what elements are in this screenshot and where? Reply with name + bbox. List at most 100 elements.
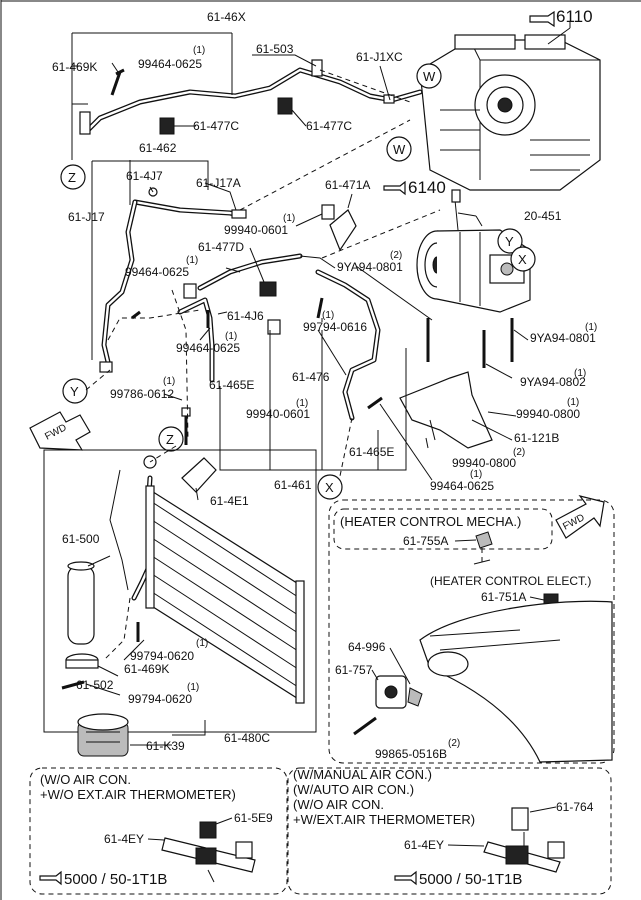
label-99940-0800: 99940-0800 bbox=[516, 407, 580, 421]
svg-text:(1): (1) bbox=[470, 469, 482, 480]
label-61-4E1: 61-4E1 bbox=[210, 494, 249, 508]
marker-W1: W bbox=[416, 63, 442, 89]
svg-text:(2): (2) bbox=[513, 447, 525, 458]
label-61-502: 61-502 bbox=[76, 678, 114, 692]
marker-W2: W bbox=[386, 136, 412, 162]
pipe-61-46X bbox=[85, 67, 423, 133]
marker-X1: X bbox=[510, 246, 536, 272]
label-99786-0612: 99786-0612 bbox=[110, 387, 174, 401]
svg-text:(1): (1) bbox=[574, 368, 586, 379]
box-headings: (HEATER CONTROL MECHA.) (HEATER CONTROL … bbox=[40, 514, 591, 827]
bracket-61-121B bbox=[399, 371, 493, 449]
pipe-61-462 bbox=[132, 199, 243, 218]
svg-text:Y: Y bbox=[505, 234, 514, 249]
fwd-arrow-right: FWD bbox=[555, 495, 605, 539]
label-61-5E9: 61-5E9 bbox=[234, 811, 273, 825]
ref-6110: 6110 bbox=[556, 7, 593, 26]
svg-text:(1): (1) bbox=[186, 255, 198, 266]
svg-text:(1): (1) bbox=[225, 331, 237, 342]
svg-text:Z: Z bbox=[166, 432, 174, 447]
svg-text:5000 / 50-1T1B: 5000 / 50-1T1B bbox=[64, 871, 167, 888]
label-61-4J7: 61-4J7 bbox=[126, 169, 163, 183]
pipe-61-477D bbox=[197, 253, 336, 291]
pipe-61-J17 bbox=[101, 199, 138, 365]
svg-text:(1): (1) bbox=[283, 213, 295, 224]
right-box-line3: (W/O AIR CON. bbox=[293, 797, 384, 812]
condenser-frame bbox=[43, 449, 317, 733]
label-61-476: 61-476 bbox=[292, 370, 330, 384]
svg-text:X: X bbox=[518, 252, 527, 267]
hand-pointer-icon bbox=[383, 180, 406, 196]
svg-text:5000 / 50-1T1B: 5000 / 50-1T1B bbox=[419, 871, 522, 888]
heater-mecha-box bbox=[333, 508, 553, 550]
heater-unit bbox=[419, 27, 601, 191]
label-99464-0625: 99464-0625 bbox=[138, 57, 202, 71]
label-9YA94-0802: 9YA94-0802 bbox=[520, 375, 586, 389]
right-variant-box bbox=[287, 767, 612, 895]
label-9YA94-0801: 9YA94-0801 bbox=[530, 331, 596, 345]
fwd-arrow-left: FWD bbox=[29, 411, 91, 451]
svg-text:(1): (1) bbox=[567, 397, 579, 408]
heater-control-parts bbox=[353, 531, 613, 763]
desiccant-61-K39 bbox=[77, 713, 129, 757]
bracket-61-502 bbox=[65, 653, 99, 669]
label-61-465E: 61-465E bbox=[349, 445, 394, 459]
label-61-757: 61-757 bbox=[335, 663, 373, 677]
label-99464-0625: 99464-0625 bbox=[176, 341, 240, 355]
fittings bbox=[79, 59, 395, 373]
svg-text:Y: Y bbox=[70, 384, 79, 399]
label-61-469K: 61-469K bbox=[124, 662, 169, 676]
label-61-4EY: 61-4EY bbox=[404, 838, 444, 852]
label-61-477C: 61-477C bbox=[193, 119, 239, 133]
label-61-462: 61-462 bbox=[139, 141, 177, 155]
right-box-line4: +W/EXT.AIR THERMOMETER) bbox=[293, 812, 475, 827]
svg-text:Z: Z bbox=[68, 170, 76, 185]
label-99464-0625: 99464-0625 bbox=[125, 265, 189, 279]
svg-text:(1): (1) bbox=[585, 322, 597, 333]
left-box-line1: (W/O AIR CON. bbox=[40, 772, 131, 787]
label-61-477D: 61-477D bbox=[198, 240, 244, 254]
svg-text:X: X bbox=[325, 480, 334, 495]
hand-pointer-icon bbox=[394, 870, 417, 886]
label-61-J17: 61-J17 bbox=[68, 210, 105, 224]
ref-6140: 6140 bbox=[408, 178, 446, 197]
label-61-477C: 61-477C bbox=[306, 119, 352, 133]
svg-text:(1): (1) bbox=[296, 398, 308, 409]
pipe-61-461 bbox=[315, 269, 381, 421]
marker-Z2: Z bbox=[158, 426, 184, 452]
label-61-755A: 61-755A bbox=[403, 534, 448, 548]
ref-pointer-6110[interactable]: 6110 bbox=[529, 7, 593, 28]
bracket-61-4E1 bbox=[181, 457, 217, 493]
ref-pointer-bottom-right[interactable]: 5000 / 50-1T1B bbox=[394, 870, 522, 888]
label-61-480C: 61-480C bbox=[224, 731, 270, 745]
heater-mecha-title: (HEATER CONTROL MECHA.) bbox=[340, 514, 521, 529]
svg-text:(2): (2) bbox=[390, 250, 402, 261]
label-61-764: 61-764 bbox=[556, 800, 594, 814]
label-99940-0800: 99940-0800 bbox=[452, 456, 516, 470]
label-61-J1XC: 61-J1XC bbox=[356, 50, 403, 64]
label-99940-0601: 99940-0601 bbox=[246, 407, 310, 421]
svg-text:W: W bbox=[393, 142, 406, 157]
right-variant-parts bbox=[483, 807, 565, 873]
hand-pointer-icon bbox=[529, 10, 555, 28]
label-99940-0601: 99940-0601 bbox=[224, 223, 288, 237]
bolts bbox=[61, 68, 514, 690]
pipe-61-4J6 bbox=[177, 297, 215, 383]
label-61-4EY: 61-4EY bbox=[104, 832, 144, 846]
left-box-line2: +W/O EXT.AIR THERMOMETER) bbox=[40, 787, 236, 802]
receiver-drier-61-500 bbox=[67, 561, 95, 645]
svg-text:(1): (1) bbox=[322, 310, 334, 321]
label-9YA94-0801: 9YA94-0801 bbox=[337, 260, 403, 274]
right-box-line2: (W/AUTO AIR CON.) bbox=[293, 782, 414, 797]
ref-pointer-6140[interactable]: 6140 bbox=[383, 178, 446, 197]
marker-Y2: Y bbox=[62, 378, 88, 404]
label-61-500: 61-500 bbox=[62, 532, 100, 546]
label-61-469K: 61-469K bbox=[52, 60, 97, 74]
label-61-503: 61-503 bbox=[256, 42, 294, 56]
label-99794-0620: 99794-0620 bbox=[130, 649, 194, 663]
svg-text:(2): (2) bbox=[448, 738, 460, 749]
left-variant-parts bbox=[161, 821, 256, 883]
label-99794-0620: 99794-0620 bbox=[128, 692, 192, 706]
ref-pointer-bottom-left[interactable]: 5000 / 50-1T1B bbox=[39, 870, 167, 888]
